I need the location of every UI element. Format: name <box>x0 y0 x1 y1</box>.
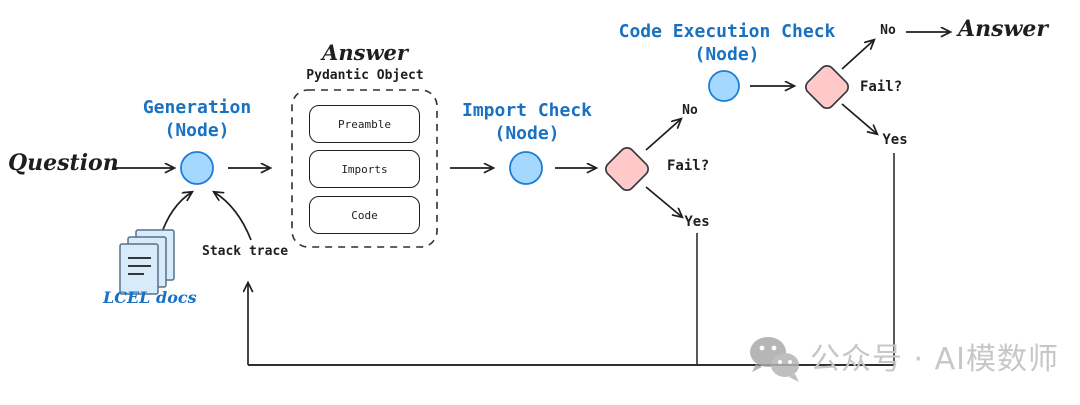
exec-check-decision-diamond <box>805 65 849 109</box>
watermark-text: 公众号 · AI模数师 <box>810 342 1059 377</box>
exec-decision-yes-label: Yes <box>882 132 908 148</box>
import-decision-no-label: No <box>682 103 698 118</box>
pydantic-field-code: Code <box>309 196 420 234</box>
exec-decision-fail-label: Fail? <box>860 79 903 95</box>
lcel-docs-label: LCEL docs <box>103 288 197 307</box>
code-execution-subtitle-line: (Node) <box>694 44 760 66</box>
question-label: Question <box>8 150 119 176</box>
arrow-import-decision-yes <box>645 186 682 217</box>
import-check-node-title: Import Check (Node) <box>462 99 592 145</box>
pydantic-field-preamble-label: Preamble <box>338 117 391 131</box>
arrow-exec-decision-no <box>841 40 874 70</box>
stack-trace-label: Stack trace <box>202 244 289 259</box>
final-answer-label: Answer <box>958 16 1048 42</box>
generation-node-title: Generation (Node) <box>143 96 251 142</box>
import-check-title-line: Import Check <box>461 100 593 121</box>
watermark: 公众号 · AI模数师 <box>746 334 1059 378</box>
import-check-node-circle <box>509 151 543 185</box>
pydantic-object-container <box>291 89 438 248</box>
arrow-exec-decision-yes <box>841 103 877 134</box>
wechat-icon <box>750 337 799 382</box>
pydantic-field-code-label: Code <box>351 208 378 222</box>
code-execution-node-circle <box>708 70 740 102</box>
pydantic-field-preamble: Preamble <box>309 105 420 143</box>
pydantic-object-subtitle: Pydantic Object <box>306 68 424 83</box>
import-check-decision-diamond <box>605 147 649 191</box>
import-decision-yes-label: Yes <box>684 214 710 230</box>
answer-object-title: Answer <box>322 40 408 65</box>
pydantic-field-imports: Imports <box>309 150 420 188</box>
code-execution-title-line: Code Execution Check <box>618 21 836 42</box>
import-check-subtitle-line: (Node) <box>494 123 560 145</box>
arrow-import-decision-no <box>645 119 681 151</box>
arrow-stack-trace-to-generation <box>214 192 252 241</box>
code-execution-node-title: Code Execution Check (Node) <box>619 20 836 66</box>
generation-title-line: Generation <box>142 97 252 118</box>
exec-decision-no-label: No <box>880 23 896 38</box>
generation-node-circle <box>180 151 214 185</box>
import-decision-fail-label: Fail? <box>667 158 710 174</box>
pydantic-field-imports-label: Imports <box>341 162 388 176</box>
generation-subtitle-line: (Node) <box>164 120 230 142</box>
lcel-docs-icon <box>119 229 175 295</box>
